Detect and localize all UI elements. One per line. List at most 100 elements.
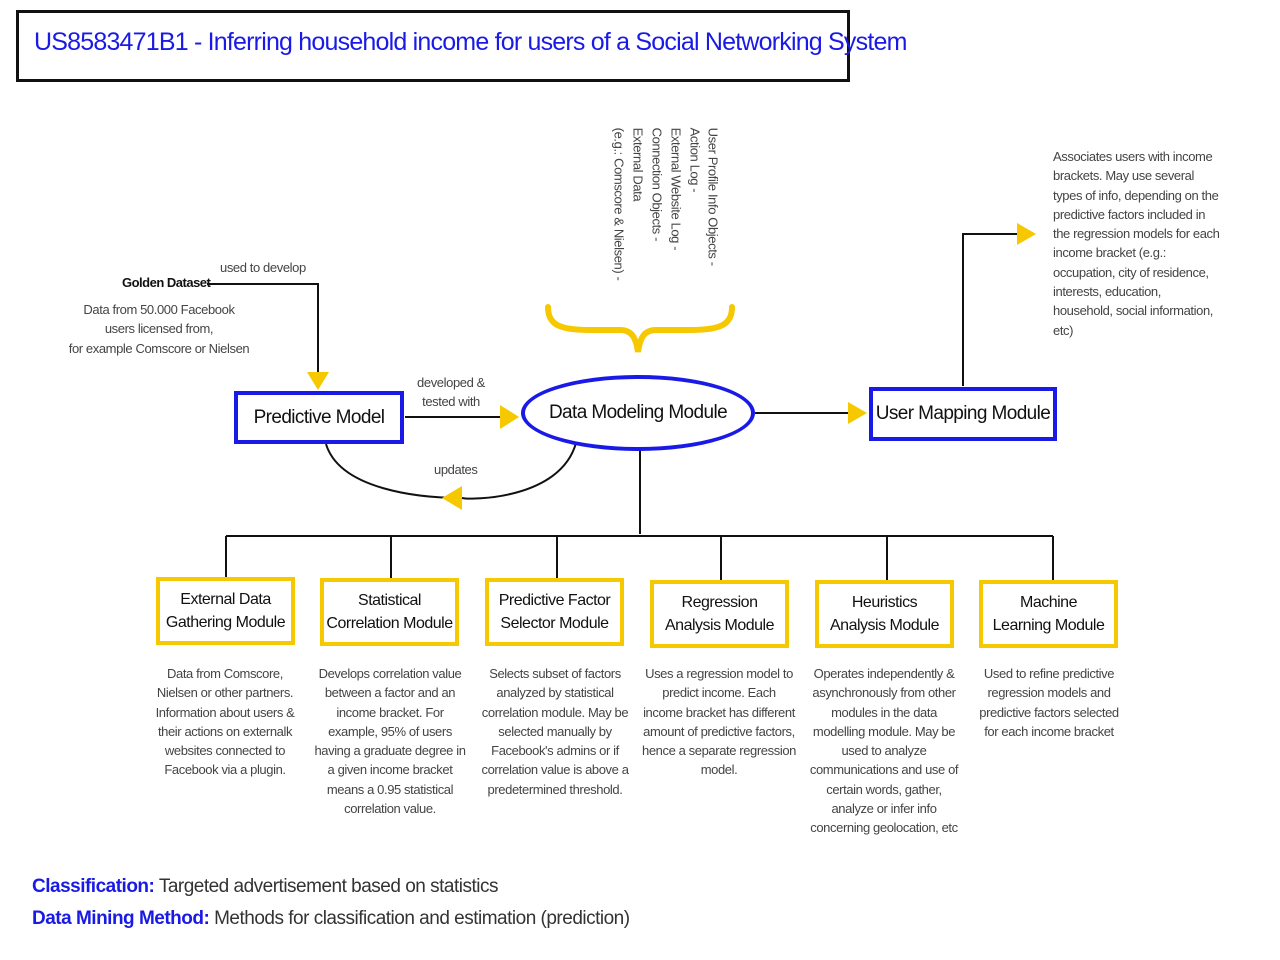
note-line: Associates users with income xyxy=(1053,149,1213,164)
desc-line: correlation module. May be xyxy=(481,704,629,720)
module-title-line: Regression xyxy=(681,594,758,611)
desc-line: Data from Comscore, xyxy=(167,666,283,681)
module-title-line: Correlation Module xyxy=(326,615,453,632)
module-desc-statistical: Develops correlation value between a fac… xyxy=(303,664,477,818)
classification-key: Classification: xyxy=(32,876,155,897)
arrowhead-to-dmm xyxy=(500,405,519,429)
module-desc-regression: Uses a regression model to predict incom… xyxy=(632,664,806,780)
user-mapping-module-label: User Mapping Module xyxy=(875,403,1051,424)
note-line: brackets. May use several xyxy=(1053,168,1195,184)
desc-line: means a 0.95 statistical xyxy=(326,781,454,797)
desc-line: correlation value. xyxy=(344,801,436,817)
desc-line: analyzed by statistical xyxy=(496,685,614,701)
note-line: occupation, city of residence, xyxy=(1053,264,1209,280)
desc-line: a given income bracket xyxy=(327,762,453,778)
desc-line: predictive factors selected xyxy=(979,704,1119,720)
desc-line: their actions on externalk xyxy=(157,723,293,739)
module-title-line: Learning Module xyxy=(992,617,1105,634)
desc-line: Facebook via a plugin. xyxy=(164,762,286,778)
golden-desc-line: for example Comscore or Nielsen xyxy=(68,340,250,356)
method-key: Data Mining Method: xyxy=(32,908,210,929)
arrowhead-updates xyxy=(442,486,462,510)
arrowhead-to-predictive xyxy=(307,372,329,390)
desc-line: amount of predictive factors, xyxy=(643,723,795,739)
desc-line: predetermined threshold. xyxy=(487,781,623,797)
predictive-model-label: Predictive Model xyxy=(253,406,385,428)
desc-line: hence a separate regression xyxy=(642,743,796,759)
desc-line: concerning geolocation, etc xyxy=(810,820,958,836)
updates-label: updates xyxy=(434,462,478,477)
desc-line: Information about users & xyxy=(155,704,295,720)
method-line: Data Mining Method: Methods for classifi… xyxy=(32,908,630,930)
desc-line: Develops correlation value xyxy=(318,666,462,681)
desc-line: used to analyze xyxy=(841,743,927,759)
module-title-line: Selector Module xyxy=(500,615,609,632)
note-line: household, social information, xyxy=(1053,303,1213,319)
data-input-item: User Profile Info Objects - xyxy=(705,127,721,266)
module-title-line: Analysis Module xyxy=(830,617,940,634)
data-modeling-module-label: Data Modeling Module xyxy=(548,402,728,423)
desc-line: Uses a regression model to xyxy=(645,666,793,681)
desc-line: regression models and xyxy=(987,685,1111,701)
desc-line: modelling module. May be xyxy=(812,723,956,739)
desc-line: asynchronously from other xyxy=(812,685,956,701)
title-box xyxy=(16,10,850,82)
desc-line: between a factor and an xyxy=(324,685,456,701)
desc-line: income bracket has different xyxy=(643,704,795,720)
data-modeling-module-node[interactable]: Data Modeling Module xyxy=(521,375,755,451)
desc-line: model. xyxy=(700,762,738,778)
module-title-line: Machine xyxy=(1020,594,1077,611)
module-desc-external-data: Data from Comscore, Nielsen or other par… xyxy=(140,664,310,780)
note-line: types of info, depending on the xyxy=(1053,187,1219,203)
tested-line: tested with xyxy=(422,394,480,410)
desc-line: Operates independently & xyxy=(813,666,955,681)
desc-line: analyze or infer info xyxy=(831,801,937,817)
desc-line: for each income bracket xyxy=(984,723,1114,739)
used-to-develop-label: used to develop xyxy=(220,260,306,275)
desc-line: certain words, gather, xyxy=(826,781,942,797)
note-line: interests, education, xyxy=(1053,284,1161,300)
classification-value: Targeted advertisement based on statisti… xyxy=(158,876,499,897)
golden-dataset-description: Data from 50.000 Facebook users licensed… xyxy=(60,300,258,358)
predictive-model-node[interactable]: Predictive Model xyxy=(234,391,404,444)
desc-line: predict income. Each xyxy=(662,685,776,701)
module-title-line: Predictive Factor xyxy=(498,592,611,609)
data-input-item: (e.g.: Comscore & Nielsen) - xyxy=(611,127,627,281)
note-line: predictive factors included in xyxy=(1053,206,1206,222)
user-mapping-note: Associates users with income brackets. M… xyxy=(1053,147,1233,340)
golden-dataset-label: Golden Dataset xyxy=(122,275,211,290)
golden-desc-line: users licensed from, xyxy=(104,321,214,337)
module-title-line: Statistical xyxy=(358,592,421,609)
desc-line: Selects subset of factors xyxy=(489,666,621,681)
desc-line: websites connected to xyxy=(164,743,286,759)
module-desc-heuristics: Operates independently & asynchronously … xyxy=(797,664,971,838)
note-line: income bracket (e.g.: xyxy=(1053,245,1166,261)
user-mapping-module-node[interactable]: User Mapping Module xyxy=(869,387,1057,441)
edge-golden-to-predictive xyxy=(207,283,319,374)
edge-umm-to-note xyxy=(962,233,1020,386)
page-title: US8583471B1 - Inferring household income… xyxy=(34,28,907,56)
classification-line: Classification: Targeted advertisement b… xyxy=(32,876,498,898)
developed-line: developed & xyxy=(417,375,485,390)
note-line: the regression models for each xyxy=(1053,226,1220,242)
desc-line: Facebook's admins or if xyxy=(491,743,619,759)
desc-line: Nielsen or other partners. xyxy=(156,685,294,701)
desc-line: income bracket. For xyxy=(336,704,444,720)
data-input-item: External Website Log - xyxy=(668,127,684,251)
module-title-line: Gathering Module xyxy=(165,614,286,631)
arrowhead-to-umm xyxy=(848,402,867,424)
desc-line: modules in the data xyxy=(831,704,937,720)
developed-tested-label: developed & tested with xyxy=(410,373,492,412)
data-input-item: Action Log - xyxy=(687,127,703,193)
module-title-line: Heuristics xyxy=(851,594,918,611)
desc-line: example, 95% of users xyxy=(328,723,452,739)
method-value: Methods for classification and estimatio… xyxy=(214,908,630,929)
data-input-item: External Data xyxy=(630,127,646,202)
note-line: etc) xyxy=(1053,322,1074,338)
